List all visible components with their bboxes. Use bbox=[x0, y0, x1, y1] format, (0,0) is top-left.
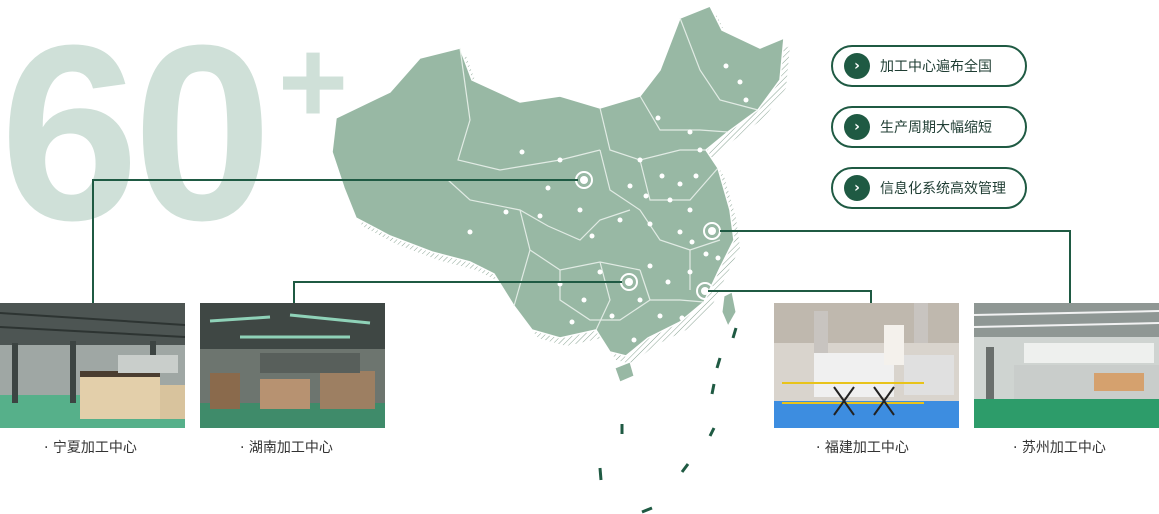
hunan-center-label: · 湖南加工中心 bbox=[240, 440, 333, 456]
feature-label: 加工中心遍布全国 bbox=[880, 59, 992, 75]
fujian-center-label: · 福建加工中心 bbox=[816, 440, 909, 456]
feature-pill-nationwide[interactable]: › 加工中心遍布全国 bbox=[831, 45, 1027, 87]
fujian-center-photo bbox=[774, 303, 959, 428]
chevron-right-icon: › bbox=[844, 53, 870, 79]
feature-label: 生产周期大幅缩短 bbox=[880, 120, 992, 136]
suzhou-center-photo bbox=[974, 303, 1159, 428]
chevron-right-icon: › bbox=[844, 114, 870, 140]
suzhou-center-label: · 苏州加工中心 bbox=[1013, 440, 1106, 456]
ningxia-center-label: · 宁夏加工中心 bbox=[44, 440, 137, 456]
chevron-right-icon: › bbox=[844, 175, 870, 201]
ningxia-center-photo bbox=[0, 303, 185, 428]
headline-number: 60 bbox=[0, 0, 272, 272]
feature-pill-cycle[interactable]: › 生产周期大幅缩短 bbox=[831, 106, 1027, 148]
hunan-center-photo bbox=[200, 303, 385, 428]
feature-pill-system[interactable]: › 信息化系统高效管理 bbox=[831, 167, 1027, 209]
feature-label: 信息化系统高效管理 bbox=[880, 181, 1006, 197]
